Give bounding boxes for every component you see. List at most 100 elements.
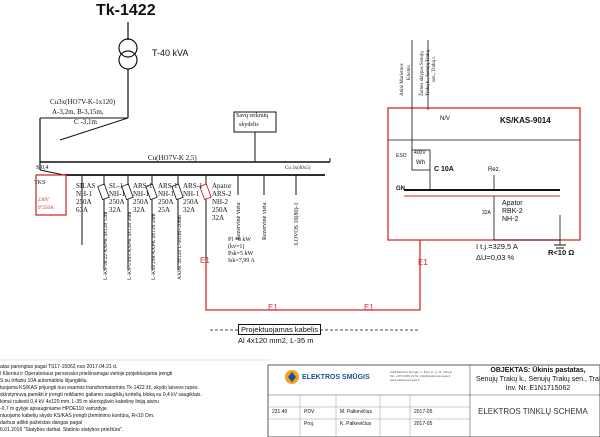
feeder-5-name: ARS-1 xyxy=(183,182,203,190)
e1-label-3: E1 xyxy=(364,303,374,312)
feeder-3-name: ARS-1 xyxy=(133,182,153,190)
feeder-1-l1: NH-1 xyxy=(76,190,92,198)
calc-line-3: Psk=5 kW xyxy=(228,251,254,257)
object-line-1: OBJEKTAS: Ūkinis pastatas, xyxy=(490,367,586,374)
company-name: ELEKTROS SMŪGIS xyxy=(302,374,370,381)
calc-line-4: Isk=7,99 A xyxy=(228,258,255,264)
feeder-3-l3: 32A xyxy=(133,206,146,214)
ks-apator-1: Apator xyxy=(502,200,523,207)
energy-meter xyxy=(411,149,431,171)
feeder-3-text: ARS-1 NH-1 250A 32A xyxy=(133,182,152,214)
calc-line-1: Pl =8 kW xyxy=(228,237,252,243)
feeder-5-cable: AXPK 4x120 L-501m+206m xyxy=(177,215,183,280)
table-r2-c3: K. Palkevičius xyxy=(340,421,372,427)
note-2: l Klientui ir Operatoriaus personalui pr… xyxy=(0,371,173,377)
table-r2-c5: 2017-05 xyxy=(414,421,433,427)
feeder-1-l2: 250A xyxy=(76,198,92,206)
feeder-2-cable: L-KS-38'22 AXPK 4x120 12m xyxy=(103,211,109,280)
feeder-4-l2: 250A xyxy=(158,198,174,206)
object-line-2: Senujų Trakų k., Senujų Trakų sen., Trak xyxy=(476,376,600,383)
measure-r: R<10 Ω xyxy=(548,248,575,257)
feeder-6-l3: 250A xyxy=(212,206,228,214)
ks-gn: GN xyxy=(396,186,405,192)
company-small-2: Tel. +370 (626) 23 50, info@elektrossmug… xyxy=(390,374,451,378)
feeder-6-text: Apator ARS-2 NH-2 250A 32A xyxy=(212,182,231,222)
ks-box-title: KS/KAS-9014 xyxy=(500,116,551,125)
e1-label-2: E1 xyxy=(268,303,278,312)
project-cable-spec: Al 4x120 mm2, L-35 m xyxy=(238,336,314,345)
ks-apator-2: RBK-2 xyxy=(502,208,523,215)
feeder-1-text: SILAS NH-1 250A 63A xyxy=(76,182,95,214)
project-cable-title: Projektuojamas kabelis xyxy=(238,324,322,335)
vnote-5: sen., Trakų r. xyxy=(432,56,437,82)
vnote-4: Trakų k., Senujų Trakų xyxy=(426,49,431,96)
feeder-3-cable: L-KS-5'493 AXPK 4x120 20m xyxy=(127,211,133,280)
ks-eso: ESO xyxy=(396,153,407,159)
feeder-2-l3: 32A xyxy=(109,206,122,214)
feeder-2-l1: NH-1 xyxy=(109,190,125,198)
table-r1-c5: 2017-05 xyxy=(414,409,433,415)
transformer-coil-bottom xyxy=(118,50,138,70)
note-9: darbus atlikti pažeistas dangas pagal xyxy=(0,420,82,426)
ks-apator-block: Apator RBK-2 NH-2 xyxy=(502,200,523,224)
feeder-2-l2: 250A xyxy=(109,198,125,206)
e1-label-1: E1 xyxy=(200,256,210,265)
feeder-5-l3: 32A xyxy=(183,206,196,214)
company-small-1: UAB Elektros Smūgis, V. Žėrė st. g. 31, … xyxy=(390,370,452,374)
substation-title: Tk-1422 xyxy=(96,2,156,19)
table-r1-c2: PDV xyxy=(304,409,315,415)
transformer-coil-top xyxy=(118,38,138,58)
feeder-5-text: ARS-1 NH-1 250A 32A xyxy=(183,182,202,214)
feeder-5-l1: NH-1 xyxy=(183,190,199,198)
main-cable-name: Cu3x(HO7V-K-1x120) xyxy=(50,98,116,106)
ks-breaker: C 10A xyxy=(434,166,454,173)
reserve-1: Rezervinė vieta xyxy=(236,202,242,240)
feeder-1-name: SILAS xyxy=(76,182,96,190)
note-10: 6.01.2016 "Statybos darbai. Statinio sta… xyxy=(0,427,124,433)
tks-inner-2: 0°250A xyxy=(38,206,54,211)
meter-box-label-1: Savų reikmių xyxy=(236,113,269,119)
table-r1-c3: M. Palkevičius xyxy=(340,409,372,415)
company-small-3: www.elektrossmugis.lt xyxy=(390,378,420,382)
ks-meter-v: 400V xyxy=(414,150,426,156)
table-r1-c1: 231.40 xyxy=(272,409,288,415)
feeder-3-l1: NH-1 xyxy=(133,190,149,198)
s04-label: S 0,4 xyxy=(36,165,49,171)
meter-box-label-2: skydelis xyxy=(239,122,259,128)
note-7: -0,7 m gylyje apsauginiame HPDE110 vamzd… xyxy=(0,406,109,412)
calc-line-2: (kv=1) xyxy=(228,244,245,250)
ks-meter-wh: Wh xyxy=(416,160,425,166)
note-1: atas parengtas pagal TS17-15062 nuo 2017… xyxy=(0,364,118,370)
note-8: ntuojamo kabelių skydo KS/KAS įrengti įž… xyxy=(0,413,155,419)
measure-current: I t.j.=329,5 A xyxy=(476,242,518,251)
feeder-2-text: SL-1 NH-1 250A 32A xyxy=(109,182,125,214)
measure-du: ΔU=0,03 % xyxy=(476,253,515,262)
tks-box xyxy=(35,174,67,216)
table-r2-c2: Proj. xyxy=(304,421,315,427)
title-block-frame xyxy=(267,364,600,437)
calc-block: Pl =8 kW (kv=1) Psk=5 kW Isk=7,99 A xyxy=(228,237,255,265)
top-right-busbar: Cu 3x(40x5) xyxy=(285,166,311,171)
object-title: OBJEKTAS: Ūkinis pastatas, Senujų Trakų … xyxy=(476,366,600,393)
main-cable-length-2: C -3,1m xyxy=(74,118,97,126)
ks-rez: Rez. xyxy=(488,167,501,173)
vnote-1: Anitė Marietnos xyxy=(400,63,405,96)
main-cable-length-1: A-3,2m, B-3,15m, xyxy=(52,108,104,116)
feeder-4-name: ARS-1 xyxy=(158,182,178,190)
vnote-2: Kliento xyxy=(407,65,412,80)
notes-block: atas parengtas pagal TS17-15062 nuo 2017… xyxy=(0,364,202,434)
feeder-6-l2: NH-2 xyxy=(212,198,228,206)
feeder-4-l3: 25A xyxy=(158,206,171,214)
feeder-5-l2: 250A xyxy=(183,198,199,206)
lovos-label: LOVOS 10(80)-1 xyxy=(294,202,300,246)
object-line-3: Inv. Nr. E1N1715062 xyxy=(505,385,571,392)
ks-apator-3: NH-2 xyxy=(502,216,519,223)
vnote-3: Žemės sklypas Senujų xyxy=(420,51,425,96)
feeder-6-l1: ARS-2 xyxy=(212,190,232,198)
e1-label-4: E1 xyxy=(418,258,428,267)
note-5: skirstymuvą pamikti ir įrengti reikliamo… xyxy=(0,392,202,398)
tks-label: TKS xyxy=(34,180,46,186)
transformer-label: T-40 kVA xyxy=(152,48,189,58)
feeder-3-l2: 250A xyxy=(133,198,149,206)
